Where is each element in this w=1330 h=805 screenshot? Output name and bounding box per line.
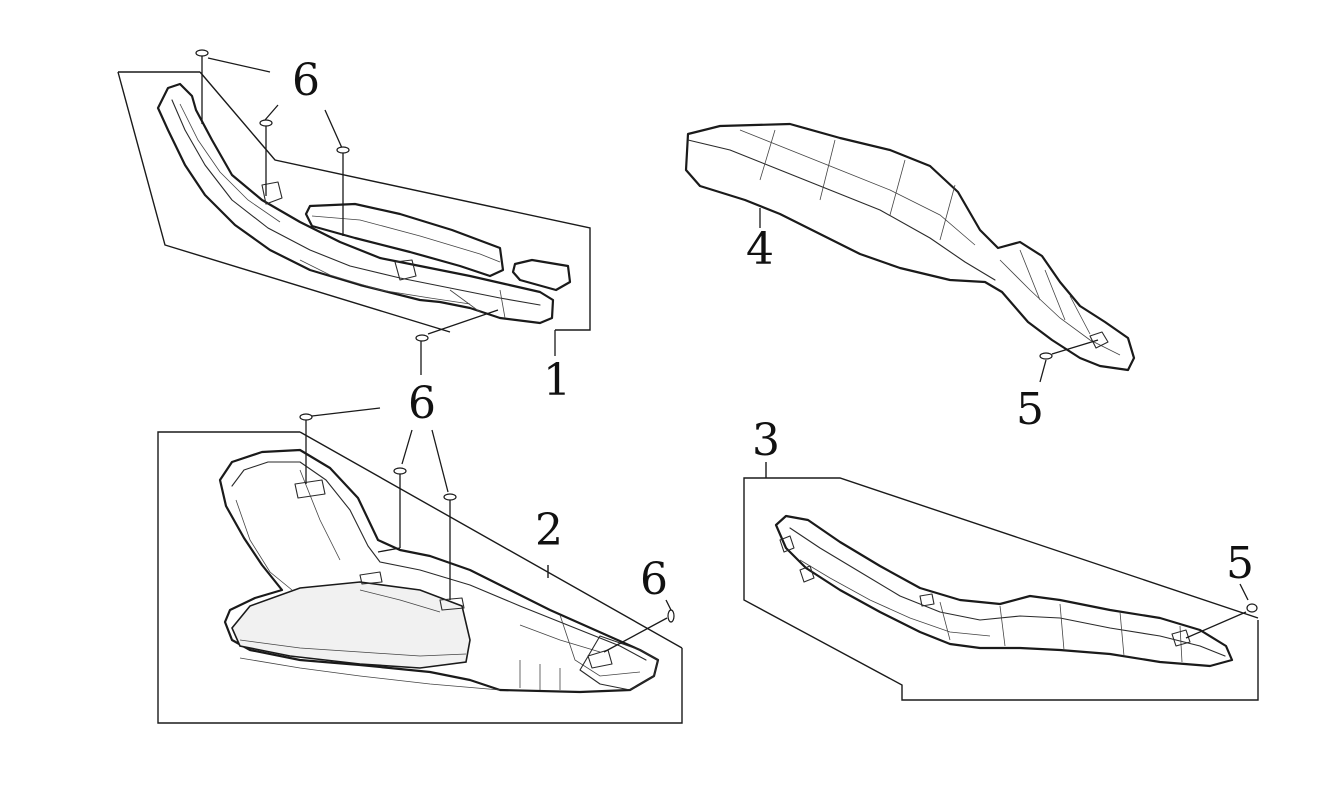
- part-2-end: [579, 635, 659, 691]
- part-4-edge-upper: [687, 139, 996, 281]
- part-1-tab: [261, 181, 417, 281]
- callout-2: 2: [535, 505, 563, 556]
- part-2-group: [157, 431, 683, 724]
- part-2-frame: [157, 431, 683, 724]
- part-4-tab: [1089, 331, 1109, 349]
- part-2-tabs: [294, 479, 613, 669]
- part-3-ribs: [799, 559, 1183, 663]
- part-1-pad-large: [304, 202, 505, 278]
- part-1-screws: [195, 49, 499, 375]
- screw-icon: [603, 599, 675, 653]
- part-1-inner-edge: [171, 99, 541, 306]
- part-3-tabs: [779, 535, 1191, 647]
- screw-icon: [1039, 339, 1099, 383]
- screw-icon: [336, 146, 350, 236]
- callout-4: 4: [746, 224, 774, 275]
- part-3-screws: [1185, 583, 1258, 639]
- callout-1: 1: [543, 355, 571, 406]
- part-2-cover-edge: [239, 639, 467, 657]
- part-4-group: [684, 122, 1136, 372]
- screw-icon: [377, 467, 407, 553]
- part-2-ribbed-lower: [239, 657, 561, 691]
- part-1-frame: [117, 71, 591, 333]
- screw-icon: [259, 119, 273, 196]
- part-1-pad-small: [511, 258, 572, 292]
- part-1-group: [117, 71, 591, 333]
- part-3-body: [774, 514, 1234, 668]
- part-3-inner-edge: [789, 527, 1226, 657]
- part-2-screws: [299, 407, 675, 653]
- screw-icon: [1185, 603, 1258, 639]
- part-4-body: [684, 122, 1136, 372]
- screw-icon: [415, 309, 499, 375]
- screw-icon: [195, 49, 209, 124]
- part-2-ribs: [235, 469, 641, 677]
- callout-6: 6: [292, 55, 320, 106]
- callout-6: 6: [640, 554, 668, 605]
- part-4-screws: [759, 208, 1099, 383]
- part-3-group: [743, 462, 1259, 701]
- part-2-inner-edge: [231, 461, 647, 661]
- callout-6: 6: [408, 378, 436, 429]
- screw-icon: [299, 413, 313, 484]
- part-3-frame: [743, 462, 1259, 701]
- part-1-pad-large-edge: [311, 215, 501, 263]
- screw-icon: [443, 493, 457, 600]
- part-4-edge-mid: [739, 129, 976, 246]
- part-1-inner-rib: [179, 103, 506, 319]
- callout-5: 5: [1016, 384, 1044, 435]
- callout-3: 3: [752, 415, 780, 466]
- part-4-rear-detail: [999, 249, 1121, 356]
- callout-5: 5: [1226, 538, 1254, 589]
